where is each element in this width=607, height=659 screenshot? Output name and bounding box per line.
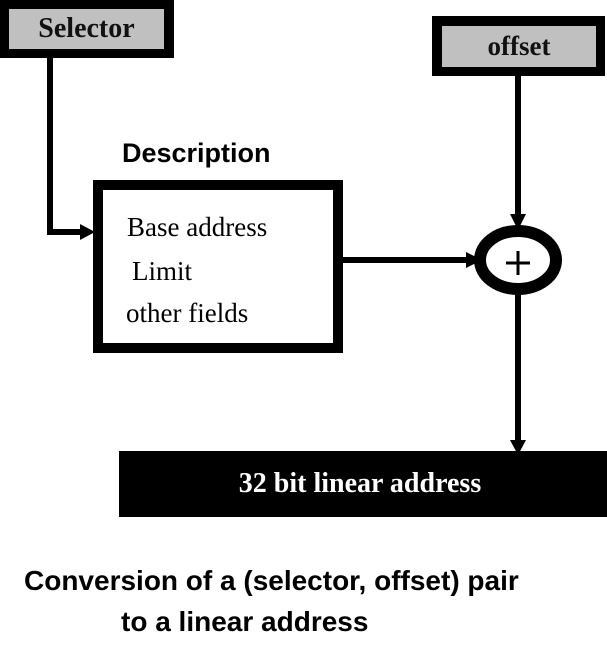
offset-to-adder-arrowhead [510, 214, 526, 230]
descriptor-heading: Description [122, 138, 271, 168]
selector-to-descriptor-wire [47, 58, 84, 235]
selector-label: Selector [9, 9, 164, 49]
caption-line-2: to a linear address [121, 606, 369, 637]
field-base-address: Base address [127, 212, 268, 242]
field-other-fields: other fields [126, 298, 249, 328]
descriptor-box: Base address Limit other fields [93, 180, 343, 353]
field-limit: Limit [132, 256, 192, 286]
adder-to-output-arrowhead [510, 440, 526, 455]
offset-box: offset [432, 16, 605, 76]
selector-box: Selector [0, 0, 174, 58]
caption-line-1: Conversion of a (selector, offset) pair [24, 565, 519, 596]
linear-address-output: 32 bit linear address [119, 451, 607, 517]
output-label: 32 bit linear address [238, 468, 482, 499]
offset-label: offset [442, 26, 596, 67]
selector-to-descriptor-arrowhead [80, 224, 95, 240]
